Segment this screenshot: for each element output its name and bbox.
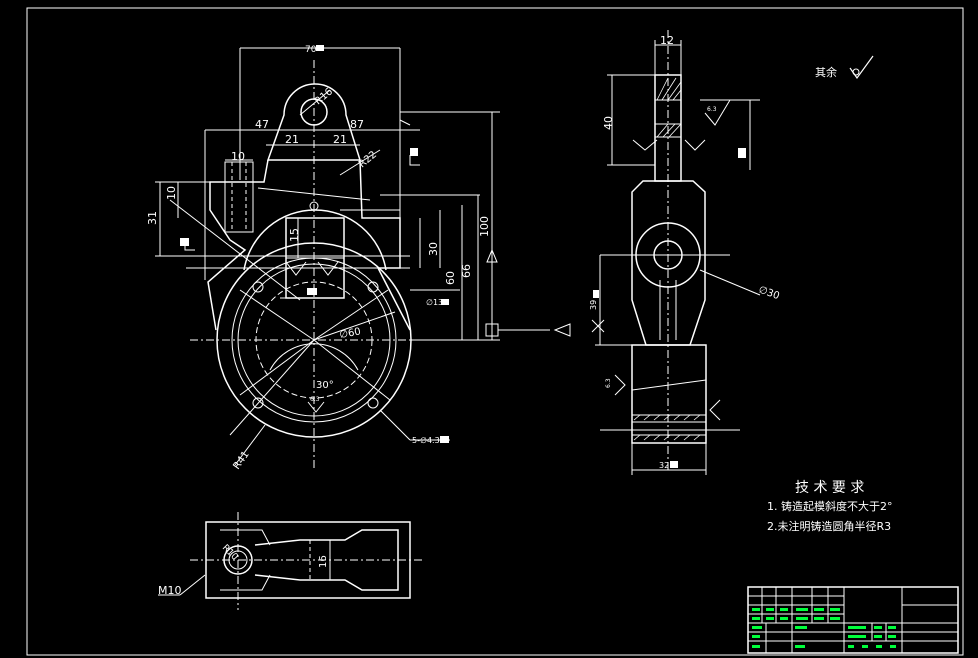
- title-block-green-fields: [752, 608, 896, 648]
- front-view: [155, 47, 571, 470]
- technical-requirements: 技 术 要 求 1. 铸造起模斜度不大于2° 2.未注明铸造圆角半径R3: [767, 480, 893, 533]
- dim-70: 70: [305, 45, 317, 55]
- dim-40: 40: [602, 116, 615, 130]
- dim-10-top: 10: [231, 150, 245, 163]
- dim-30: 30: [427, 242, 440, 256]
- dim-10-side: 10: [165, 186, 178, 200]
- dim-m10: M10: [158, 584, 182, 597]
- dim-47: 47: [255, 118, 269, 131]
- drawing-border: [26, 7, 964, 656]
- dim-60: 60: [444, 271, 457, 285]
- dim-21-right: 21: [333, 133, 347, 146]
- dim-32: 32: [659, 461, 669, 470]
- dim-100: 100: [478, 216, 491, 237]
- dim-dia13: ∅13: [426, 298, 443, 307]
- side-view: [591, 30, 761, 475]
- tech-req-item-2: 2.未注明铸造圆角半径R3: [767, 519, 891, 533]
- surface-note: 其余: [815, 55, 874, 80]
- roughness-63-bottom: 6.3: [605, 378, 612, 388]
- top-view: [158, 512, 425, 610]
- dim-21-left: 21: [285, 133, 299, 146]
- dim-dia60: ∅60: [339, 326, 362, 341]
- dim-15: 15: [288, 228, 301, 242]
- rest-label: 其余: [815, 65, 837, 79]
- roughness-63-side: 6.3: [707, 106, 717, 113]
- dim-87: 87: [350, 118, 364, 131]
- dim-39: 39: [589, 300, 598, 310]
- roughness-63-front: 6.3: [310, 396, 320, 403]
- dim-16: 16: [318, 555, 329, 568]
- dim-12: 12: [660, 34, 674, 47]
- dim-angle-30: 30°: [316, 380, 334, 391]
- title-block: [747, 586, 959, 654]
- dim-31: 31: [146, 211, 159, 225]
- front-view-labels: 70 47 87 21 21 10 10 31 15 30 60 66 100 …: [146, 45, 491, 472]
- dim-66: 66: [460, 264, 473, 278]
- tech-req-title: 技 术 要 求: [795, 480, 864, 496]
- dim-holes: 5-∅4.3: [412, 436, 440, 445]
- tech-req-item-1: 1. 铸造起模斜度不大于2°: [767, 499, 893, 513]
